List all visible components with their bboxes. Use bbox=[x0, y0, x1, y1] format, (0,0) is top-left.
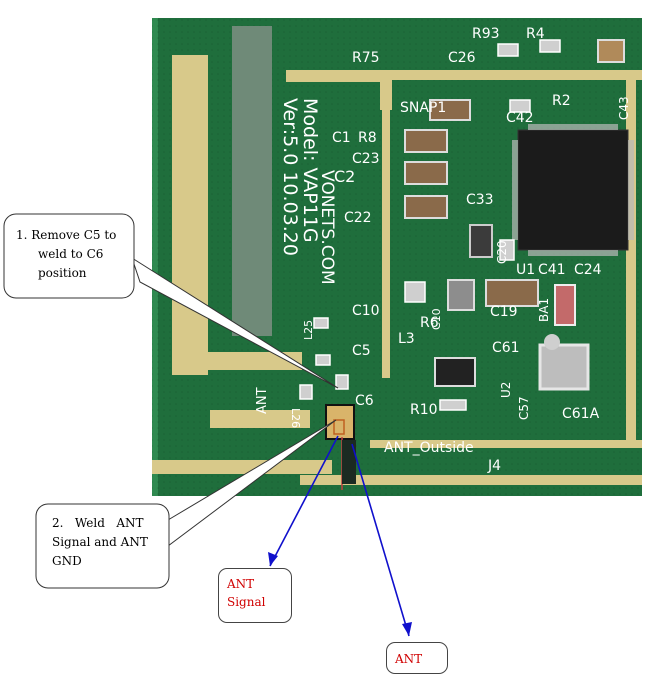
callout-1-pointer bbox=[131, 256, 339, 389]
ground-frame bbox=[300, 78, 642, 485]
silk-c41: C41 bbox=[538, 262, 566, 278]
silk-c33: C33 bbox=[466, 192, 494, 208]
silk-c57: C57 bbox=[517, 396, 531, 420]
silk-c5: C5 bbox=[352, 343, 371, 359]
silk-r6: R6 bbox=[420, 315, 439, 331]
callout-step-2-line2: Signal and ANT bbox=[52, 535, 148, 549]
silk-ant: ANT bbox=[255, 387, 270, 414]
silk-c26: C26 bbox=[448, 50, 476, 66]
silk-r4: R4 bbox=[526, 26, 545, 42]
ant-gnd-label-text: ANT bbox=[395, 652, 423, 666]
silk-ba1: BA1 bbox=[537, 298, 551, 322]
arrowhead-ant-signal bbox=[268, 552, 278, 566]
silk-c20: C20 bbox=[495, 240, 509, 264]
silk-c22: C22 bbox=[344, 210, 372, 226]
silk-c42: C42 bbox=[506, 110, 534, 126]
silk-c10: C10 bbox=[352, 303, 380, 319]
shield-strip bbox=[232, 26, 272, 336]
silk-c24: C24 bbox=[574, 262, 602, 278]
callout-step-1: 1. Remove C5 to weld to C6 position bbox=[16, 226, 128, 283]
ant-signal-label: ANT Signal bbox=[218, 568, 292, 623]
callout-step-2: 2. Weld ANT Signal and ANT GND bbox=[52, 514, 164, 571]
silk-r93: R93 bbox=[472, 26, 500, 42]
silk-c19: C19 bbox=[490, 304, 518, 320]
ant-signal-label-line1: ANT bbox=[227, 577, 255, 591]
callout-1-bubble bbox=[3, 213, 135, 299]
arrows bbox=[269, 435, 410, 637]
silk-c61a: C61A bbox=[562, 406, 600, 422]
board-version: Ver:5.0 10.03.20 bbox=[279, 98, 301, 256]
silk-u2: U2 bbox=[499, 382, 513, 398]
silk-snap1: SNAP1 bbox=[400, 100, 446, 116]
capacitors bbox=[404, 39, 625, 326]
silk-ant-outside: ANT_Outside bbox=[384, 440, 474, 456]
silk-l25: L25 bbox=[302, 320, 315, 340]
silk-c2: C2 bbox=[334, 167, 355, 186]
arrow-to-ant-signal bbox=[269, 435, 339, 567]
arrowhead-ant-gnd bbox=[402, 622, 412, 636]
silk-u1: U1 bbox=[516, 262, 535, 278]
silk-l26: L26 bbox=[289, 408, 302, 428]
arrow-to-ant-gnd bbox=[351, 443, 410, 637]
main-chip bbox=[517, 129, 629, 251]
silk-j4: J4 bbox=[487, 458, 501, 474]
callout-2-bubble bbox=[35, 503, 170, 589]
silk-c1: C1 bbox=[332, 130, 351, 146]
silk-c10-aux: C10 bbox=[430, 308, 443, 330]
silk-r8: R8 bbox=[358, 130, 377, 146]
callout-step-1-line3: position bbox=[38, 266, 87, 280]
silk-l3: L3 bbox=[398, 331, 415, 347]
silk-r2: R2 bbox=[552, 93, 571, 109]
silk-c23: C23 bbox=[352, 151, 380, 167]
callout-step-2-line1: 2. Weld ANT bbox=[52, 516, 144, 530]
antenna-trace bbox=[152, 55, 642, 474]
ant-gnd-label: ANT bbox=[386, 642, 448, 674]
silk-c6: C6 bbox=[355, 393, 374, 409]
silk-c61: C61 bbox=[492, 340, 520, 356]
ant-gnd-pad bbox=[342, 440, 356, 484]
silk-r75: R75 bbox=[352, 50, 380, 66]
board-vendor: VONETS.COM bbox=[317, 170, 337, 285]
callout-step-2-line3: GND bbox=[52, 554, 82, 568]
board-model: Model: VAP11G bbox=[299, 98, 321, 243]
callout-step-1-line1: 1. Remove C5 to bbox=[16, 228, 117, 242]
silk-c43: C43 bbox=[617, 96, 631, 120]
small-ic bbox=[434, 357, 476, 387]
silk-r10: R10 bbox=[410, 402, 438, 418]
crystal-oscillator bbox=[538, 343, 590, 391]
callout-step-1-line2: weld to C6 bbox=[38, 247, 104, 261]
ant-signal-label-line2: Signal bbox=[227, 595, 266, 609]
